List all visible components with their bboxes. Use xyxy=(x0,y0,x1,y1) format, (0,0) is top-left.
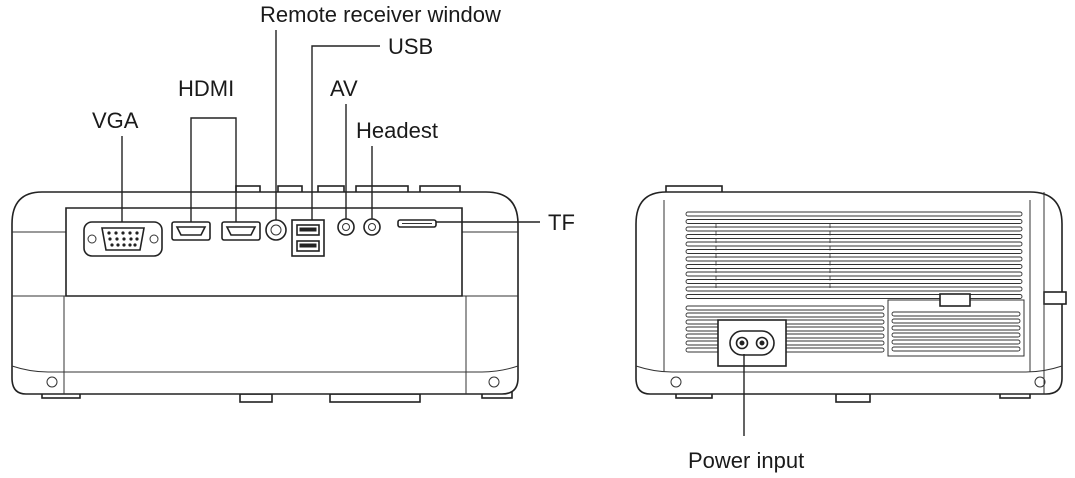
vent-slat xyxy=(685,234,1023,239)
label-headset: Headest xyxy=(356,118,438,143)
vent-slat xyxy=(685,256,1023,262)
vent-slat xyxy=(685,279,1023,284)
label-remote-receiver: Remote receiver window xyxy=(260,2,501,27)
label-tf: TF xyxy=(548,210,575,235)
hdmi-port-2 xyxy=(221,221,261,241)
leader-lines xyxy=(121,30,540,223)
vent-slat xyxy=(685,219,1023,224)
foot-mid xyxy=(239,393,273,403)
vent-slat xyxy=(685,211,1023,217)
vent-slat xyxy=(891,332,1021,338)
foot-mid xyxy=(329,393,421,403)
vent-slat xyxy=(685,271,1023,277)
foot-mid xyxy=(835,393,871,403)
vent-slat xyxy=(891,325,1021,331)
label-usb: USB xyxy=(388,34,433,59)
vent-slat xyxy=(685,226,1023,232)
vent-slat xyxy=(685,312,885,318)
tf-slot xyxy=(397,219,437,228)
vent-slat xyxy=(685,286,1023,292)
hdmi-port-1 xyxy=(171,221,211,241)
headset-jack xyxy=(363,218,381,236)
ac-power-socket-icon xyxy=(729,330,775,356)
vent-slat xyxy=(685,241,1023,247)
label-hdmi: HDMI xyxy=(178,76,234,101)
vent-slat xyxy=(685,249,1023,254)
vent-slat xyxy=(685,294,1023,299)
av-jack xyxy=(337,218,355,236)
vent-slat xyxy=(891,311,1021,317)
vent-slat xyxy=(685,264,1023,269)
vent-slat xyxy=(891,346,1021,352)
usb-ports xyxy=(291,219,325,257)
label-vga: VGA xyxy=(92,108,139,133)
remote-receiver-window xyxy=(265,219,287,241)
vent-slat xyxy=(891,318,1021,324)
vent-slat xyxy=(685,305,885,311)
label-power-input: Power input xyxy=(688,448,804,473)
vga-port xyxy=(83,221,163,257)
label-av: AV xyxy=(330,76,358,101)
projector-back-view xyxy=(11,185,519,403)
vent-slat xyxy=(891,339,1021,345)
connector-panel xyxy=(65,207,463,297)
projector-side-view xyxy=(635,185,1067,403)
